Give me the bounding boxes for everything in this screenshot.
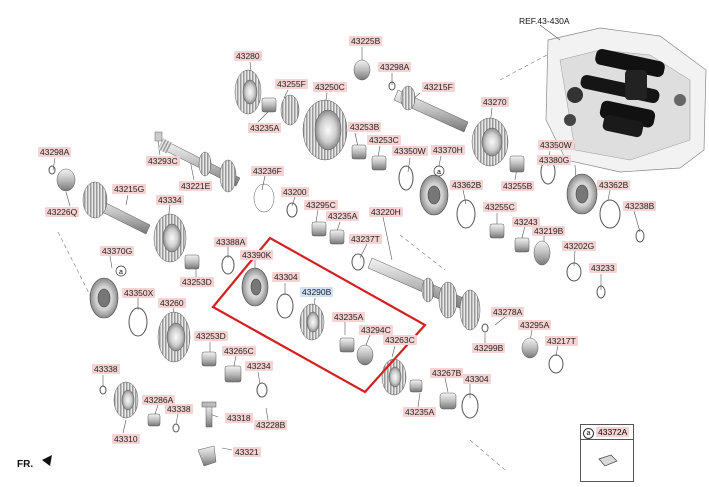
part-number-label: 43350X: [122, 288, 156, 298]
shaft-43215G: [82, 181, 151, 235]
callout-a-markers: [115, 165, 445, 277]
part-number-label: 43235A: [248, 123, 282, 133]
part-number-label: 43215F: [422, 82, 455, 92]
part-number-label: 43390K: [240, 250, 274, 260]
synchronizers: [89, 173, 598, 319]
part-number-label: 43294C: [359, 325, 393, 335]
front-marker: FR.: [17, 459, 34, 470]
part-number-label: 43215G: [112, 184, 147, 194]
part-number-label: 43265C: [222, 346, 256, 356]
part-number-label: 43253D: [180, 277, 214, 287]
part-number-label: 43298A: [378, 62, 412, 72]
inset-callout: a: [583, 428, 594, 439]
part-number-label: 43318: [225, 413, 253, 423]
part-number-label: 43304: [463, 374, 491, 384]
part-number-label: 43286A: [142, 395, 176, 405]
part-number-label: 43255C: [483, 202, 517, 212]
part-number-label: 43255F: [275, 79, 308, 89]
part-number-label: 43338: [92, 364, 120, 374]
part-number-label: 43221E: [179, 181, 213, 191]
part-number-label: 43380G: [537, 155, 572, 165]
part-number-label: 43255B: [501, 181, 535, 191]
part-number-label: 43228B: [254, 420, 288, 430]
part-number-label: 43299B: [472, 343, 506, 353]
gears: [113, 69, 509, 419]
part-number-label: 43295A: [518, 320, 552, 330]
part-number-label: 43260: [158, 298, 186, 308]
part-number-label: 43298A: [38, 147, 72, 157]
highlight-outline: [211, 236, 427, 394]
part-number-label: 43370G: [100, 246, 135, 256]
part-number-label: 43250C: [313, 82, 347, 92]
input-shaft-43221E: [154, 131, 241, 193]
part-number-label: 43233: [589, 263, 617, 273]
clip-icon: [598, 454, 618, 467]
part-number-label: 43237T: [349, 234, 382, 244]
part-number-label: 43243: [512, 217, 540, 227]
part-number-label: 43310: [112, 434, 140, 444]
front-arrow-icon: [42, 455, 52, 466]
part-number-label: 43278A: [491, 307, 525, 317]
callout-a: a: [437, 169, 441, 176]
part-number-label: 43321: [233, 447, 261, 457]
part-number-label: 43225B: [349, 36, 383, 46]
part-number-label: 43338: [165, 404, 193, 414]
part-number-label: 43293C: [146, 156, 180, 166]
part-number-label: 43388A: [214, 237, 248, 247]
part-number-label: 43263C: [383, 335, 417, 345]
shaft-43215F: [393, 85, 469, 133]
part-number-label: 43226Q: [45, 207, 80, 217]
part-number-label: 43334: [156, 195, 184, 205]
part-number-label: 43217T: [545, 336, 578, 346]
transmission-assembly-illustration: [539, 24, 707, 173]
part-number-label: 43234: [245, 361, 273, 371]
part-number-label: 43220H: [369, 207, 403, 217]
part-number-label: 43253D: [194, 331, 228, 341]
callout-a: a: [119, 269, 123, 276]
bolt-and-lever: [197, 401, 217, 467]
part-number-label: 43253B: [348, 122, 382, 132]
part-number-label: 43235A: [326, 211, 360, 221]
part-number-label: 43350W: [392, 146, 428, 156]
part-number-label: 43270: [481, 97, 509, 107]
inset-part-number: 43372A: [596, 427, 630, 437]
part-number-label: 43267B: [430, 368, 464, 378]
part-number-label: 43236F: [251, 166, 284, 176]
reference-label: REF.43-430A: [519, 16, 570, 26]
bearings-and-rings: [56, 59, 551, 427]
part-number-label: 43200: [281, 187, 309, 197]
part-number-label: 43238B: [623, 201, 657, 211]
part-number-label: 43362B: [597, 180, 631, 190]
part-number-label: 43235A: [332, 312, 366, 322]
part-number-label: 43362B: [450, 180, 484, 190]
part-number-label: 43370H: [431, 145, 465, 155]
part-number-label: 43295C: [304, 200, 338, 210]
main-shaft-43220H: [367, 257, 481, 331]
part-number-label: 43290B: [300, 287, 334, 297]
part-number-label: 43280: [234, 51, 262, 61]
part-number-label: 43202G: [562, 241, 597, 251]
part-number-label: 43350W: [538, 140, 574, 150]
part-number-label: 43304: [272, 272, 300, 282]
part-number-label: 43253C: [367, 135, 401, 145]
part-number-label: 43219B: [532, 226, 566, 236]
part-number-label: 43235A: [403, 407, 437, 417]
